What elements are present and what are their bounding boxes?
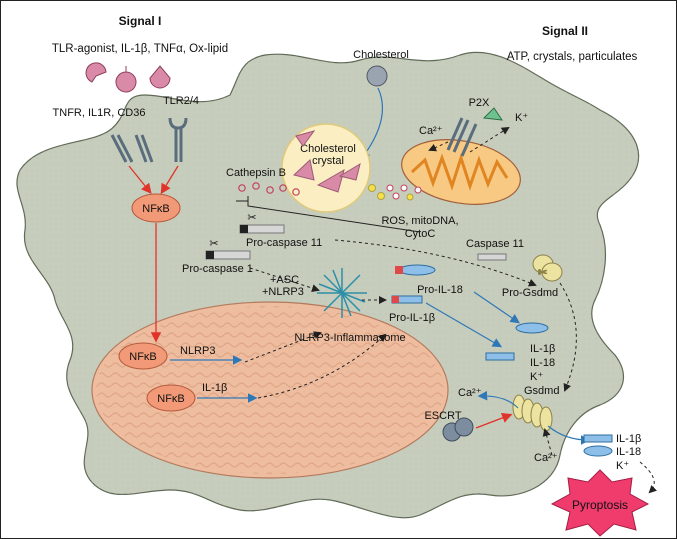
arrow-ca-left [477,390,519,409]
tlr-receptor [168,117,188,162]
crystal-label-2: crystal [312,155,344,167]
escrt-icon [442,417,474,442]
outer-il18-label: IL-18 [616,446,641,458]
cholesterol-label: Cholesterol [353,49,409,61]
svg-text:✂: ✂ [209,238,218,250]
signal2-title: Signal II [542,24,588,38]
arrow-ca-bottom [542,428,553,456]
mitochondrion [401,139,521,205]
outer-il1b-icon [583,434,613,443]
crystal-label-1: Cholesterol [300,143,356,155]
nfkb-bottom [146,384,196,412]
ros-label-1: ROS, mitoDNA, [381,215,458,227]
outer-k-label: K⁺ [616,460,629,472]
receptors-left [110,134,154,163]
nlrp3-plus-label: +NLRP3 [262,286,304,298]
proil18-label: Pro-IL-18 [417,284,463,296]
asc-label: +ASC [270,274,299,286]
cathepsin-label: Cathepsin B [226,167,286,179]
ros-dots [368,184,422,201]
nfkb-middle [118,342,168,370]
gsdmd-label: Gsdmd [524,385,559,397]
inner-il18-label: IL-18 [530,357,555,369]
ca-left-label: Ca²⁺ [458,387,482,399]
arrow-receptor-nfkb-1 [128,165,152,195]
inner-k-label: K⁺ [530,371,543,383]
arrow-proil18 [473,291,520,324]
arrow-proil1b [425,302,503,348]
nucleus-chromatin [96,306,444,474]
proil1b-label: Pro-IL-1β [389,312,435,324]
outer-il1b-label: IL-1β [616,433,641,445]
p2x-ca-label: Ca²⁺ [419,125,443,137]
p2x-k-label: K⁺ [515,112,528,124]
ligand-icons [85,62,171,93]
progsdmd-label: Pro-Gsdmd [502,287,558,299]
pyroptosis-burst [550,469,650,537]
ca-bottom-label: Ca²⁺ [534,452,558,464]
gsdmd-pore [512,394,553,432]
inner-il1b-label: IL-1β [530,343,555,355]
nlrp3-gene-label: NLRP3 [180,345,215,357]
signal1-agonists: TLR-agonist, IL-1β, TNFα, Ox-lipid [52,43,228,55]
svg-text:✂: ✂ [247,212,256,224]
pyroptosis-label: Pyroptosis [572,498,628,512]
cathepsin-bracket [236,196,421,233]
arrow-escrt-pore [475,412,513,429]
tlr-label: TLR2/4 [163,95,199,107]
escrt-label: ESCRT [424,410,461,422]
signal2-stimuli: ATP, crystals, particulates [507,51,638,63]
caspase11-label: Caspase 11 [466,238,524,250]
receptors-left-label: TNFR, IL1R, CD36 [53,107,146,119]
svg-text:✂: ✂ [538,267,547,279]
nfkb-middle-label: NFκB [129,351,157,363]
arrow-receptor-nfkb-2 [160,165,179,195]
proil18-icon [395,264,436,276]
arrow-k-efflux [469,126,510,153]
arrow-caspase11-gsdmd [334,239,537,287]
arrow-il1b-proil1b [257,333,387,399]
p2x-label: P2X [469,97,490,109]
progsdmd-icon: ✂ [532,254,563,282]
procaspase11-label: Pro-caspase 11 [246,237,322,249]
signal1-title: Signal I [119,14,162,28]
il18-mature [515,322,549,334]
cholesterol-ball [366,65,388,87]
cholesterol-crystal [281,123,371,213]
procaspase1-label: Pro-caspase 1 [182,263,253,275]
outer-il18-icon [583,445,613,457]
mito-cristae [410,153,509,191]
nfkb-top-label: NFκB [142,203,170,215]
arrow-gsdmd-pore [559,282,577,392]
inflammasome-icon [317,268,367,318]
arrow-nlrp3-inflammasome [244,331,322,363]
inflammasome-label: NLRP3-Inflammasome [294,332,405,344]
nfkb-top [131,193,181,223]
ros-label-2: CytoC [405,228,436,240]
p2x-channel [446,117,478,157]
cathepsin-vesicles [238,182,300,196]
caspase11-icon [477,253,507,261]
proil1b-icon [391,295,423,304]
procaspase11-icon: ✂ [239,212,285,234]
nfkb-bottom-label: NFκB [157,393,185,405]
procaspase1-icon: ✂ [205,238,251,260]
il1b-mature [485,352,515,361]
atp-icon [482,107,504,121]
il1b-gene-label: IL-1β [202,382,227,394]
crystal-shards [292,130,361,193]
